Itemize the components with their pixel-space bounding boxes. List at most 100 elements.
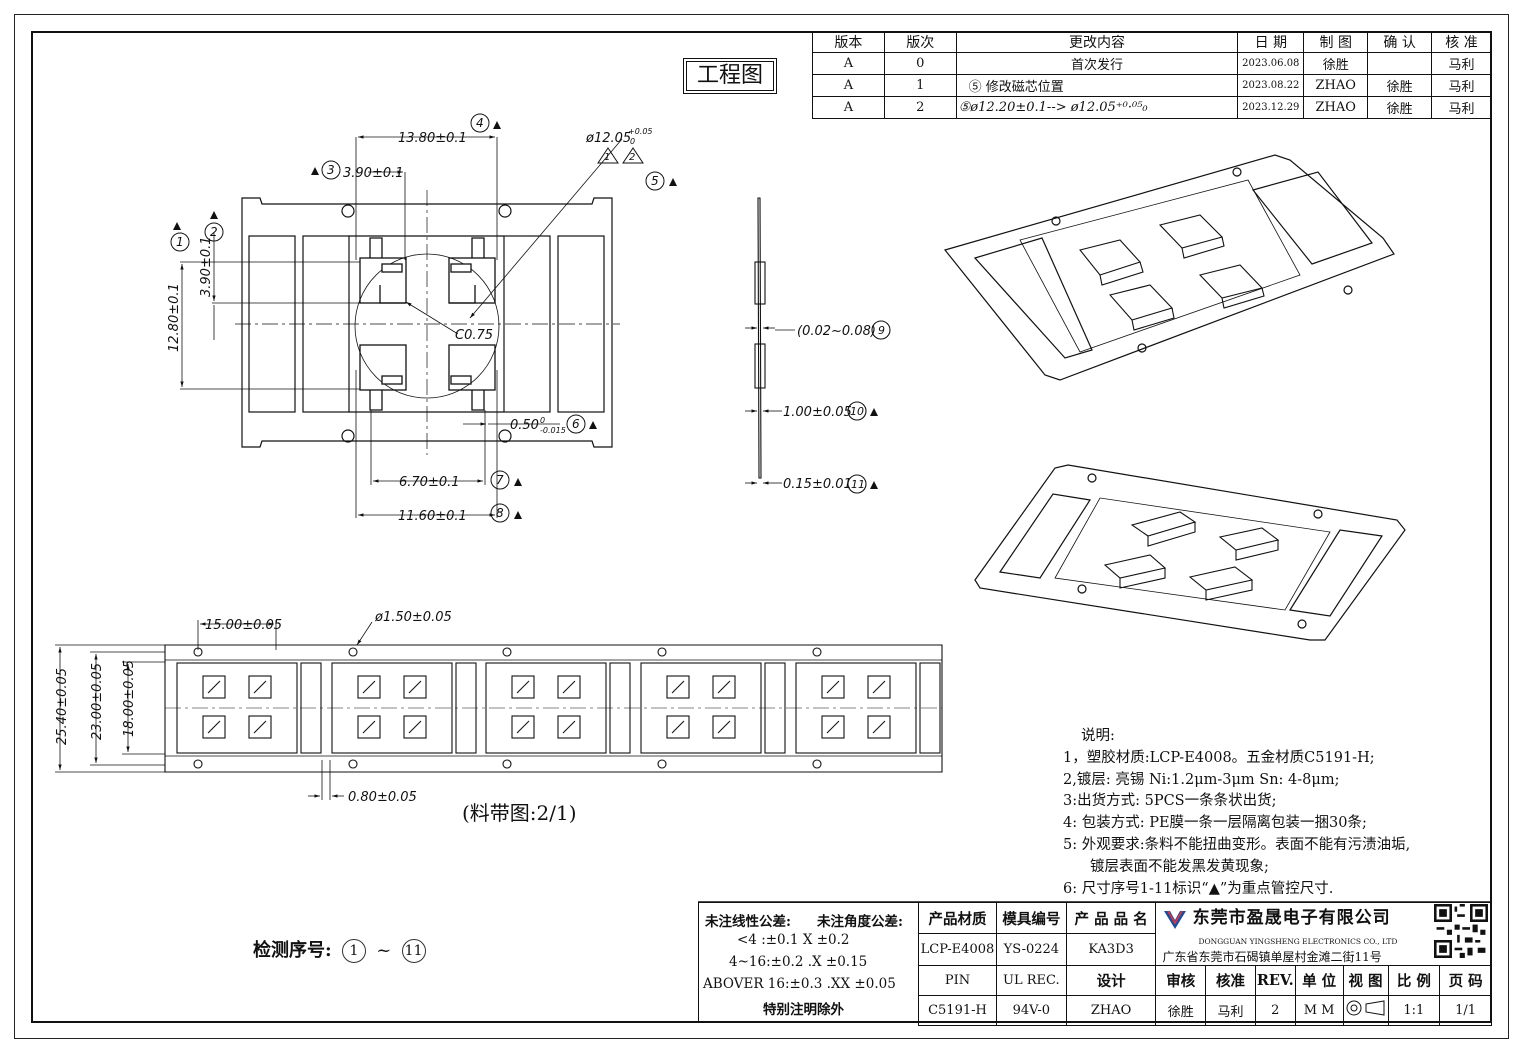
dim-phi-12-tol: +0.05 (628, 127, 653, 136)
rev-cell-change: ⑤ 修改磁芯位置 (955, 74, 1239, 97)
triangle-2-label: 2 (629, 152, 635, 163)
rev-header-approve: 核 准 (1431, 31, 1492, 53)
pilot-hole (812, 647, 822, 657)
dim-phi-12: ø12.05 (585, 131, 631, 146)
terminal-mark (516, 680, 530, 694)
inner-border (31, 31, 1492, 1023)
terminal (511, 675, 535, 699)
terminal (248, 715, 272, 739)
side-view: (0.02~0.08) 1.00±0.05 0.15±0.01 9 10 11 (745, 197, 891, 494)
terminal (666, 675, 690, 699)
strip-drawing: 15.00±0.05 ø1.50±0.05 25.40±0.05 23.00±0… (55, 610, 943, 805)
title-block: 产品材质 模具编号 产 品 品 名 东莞市盈晟电子有限公司 DONGGUAN Y… (918, 901, 1492, 1026)
note-line: 2,镀层: 亮锡 Ni:1.2μm-3μm Sn: 4-8μm; (1063, 771, 1340, 788)
terminal (666, 715, 690, 739)
tb-h-unit: 单 位 (1294, 964, 1344, 996)
tb-approve: 马利 (1205, 994, 1256, 1026)
note-line: 6: 尺寸序号1-11标识“▲”为重点管控尺寸. (1063, 880, 1334, 897)
note-line: 3:出货方式: 5PCS一条条状出货; (1063, 793, 1277, 810)
tb-ul-value: 94V-0 (995, 994, 1067, 1026)
balloon-11: 11 (851, 478, 865, 491)
tb-mold: YS-0224 (995, 933, 1067, 966)
strip-slot (300, 662, 322, 754)
dim-0-50-tol2: -0.015 (540, 426, 566, 435)
rev-header-version: 版本 (812, 31, 885, 53)
terminal-mark (207, 720, 221, 734)
rev-cell-version: A (812, 96, 885, 119)
terminal-mark (408, 680, 422, 694)
terminal-mark (362, 680, 376, 694)
rev-header-rev: 版次 (883, 31, 957, 53)
tb-review: 徐胜 (1155, 994, 1207, 1026)
terminal-mark (408, 720, 422, 734)
rev-cell-drawn: ZHAO (1303, 96, 1369, 119)
strip-pocket (331, 662, 453, 754)
outer-border (14, 14, 1509, 1039)
tb-ul: UL REC. (995, 964, 1067, 996)
dim-0-15: 0.15±0.01 (783, 477, 852, 492)
balloon-1: 1 (176, 235, 184, 249)
terminal-mark (826, 720, 840, 734)
terminal-mark (872, 680, 886, 694)
tb-name: KA3D3 (1065, 933, 1157, 966)
terminal (403, 675, 427, 699)
dim-15-00: 15.00±0.05 (205, 618, 282, 633)
dim-0-80: 0.80±0.05 (348, 790, 417, 805)
terminal (202, 715, 226, 739)
dim-25-40: 25.40±0.05 (55, 668, 70, 745)
terminal (357, 675, 381, 699)
tol-row-3: ABOVER 16:±0.3 .XX ±0.05 (703, 976, 896, 992)
top-view (180, 135, 623, 518)
tb-h-mold: 模具编号 (995, 901, 1067, 935)
tb-h-name: 产 品 品 名 (1065, 901, 1157, 935)
strip-caption: (料带图:2/1) (462, 801, 577, 825)
pilot-hole (193, 759, 203, 769)
company-name-en: DONGGUAN YINGSHENG ELECTRONICS CO., LTD (1198, 936, 1398, 946)
company-logo-icon (1164, 910, 1187, 929)
pilot-hole (657, 647, 667, 657)
tb-h-material: 产品材质 (918, 901, 997, 935)
dim-phi-1-50: ø1.50±0.05 (374, 610, 452, 625)
pilot-hole (812, 759, 822, 769)
dim-0-50: 0.50 (510, 418, 539, 433)
terminal-mark (562, 680, 576, 694)
note-line: 5: 外观要求:条料不能扭曲变形。表面不能有污渍油垢, (1063, 836, 1411, 853)
tb-unit: M M (1294, 994, 1344, 1026)
tolerance-block: 未注线性公差: 未注角度公差: <4 :±0.1 X ±0.2 4~16:±0.… (698, 902, 918, 1022)
balloon-10: 10 (850, 405, 864, 418)
tb-h-approve: 核准 (1205, 964, 1256, 996)
dim-11-60: 11.60±0.1 (398, 509, 467, 524)
tol-row-2: 4~16:±0.2 .X ±0.15 (729, 954, 868, 970)
terminal (511, 715, 535, 739)
balloon-9: 9 (878, 324, 885, 337)
inspection-sep: ~ (376, 940, 392, 961)
tb-material: LCP-E4008 (918, 933, 997, 966)
terminal (712, 675, 736, 699)
balloon-6: 6 (572, 417, 580, 431)
dim-c075: C0.75 (455, 328, 493, 343)
strip-slot (764, 662, 786, 754)
tb-h-design: 设计 (1065, 964, 1157, 996)
inspection-to: 11 (401, 939, 426, 963)
strip-slot (609, 662, 631, 754)
tol-row-1: <4 :±0.1 X ±0.2 (737, 932, 850, 948)
terminal (821, 715, 845, 739)
tb-h-scale: 比 例 (1387, 964, 1441, 996)
inspection-from: 1 (341, 939, 366, 963)
dim-13-80: 13.80±0.1 (398, 131, 467, 146)
terminal-mark (717, 720, 731, 734)
tol-angle-label: 未注角度公差: (817, 914, 903, 930)
terminal-mark (516, 720, 530, 734)
strip-pocket (485, 662, 607, 754)
note-line: 镀层表面不能发黑发黄现象; (1090, 858, 1269, 875)
tol-row-4: 特别注明除外 (763, 1002, 844, 1018)
rev-header-drawn: 制 图 (1303, 31, 1369, 53)
inspection-sequence: 检测序号: 1 ~ 11 (253, 936, 430, 963)
company-name: 东莞市盈晟电子有限公司 (1192, 908, 1391, 928)
tb-h-review: 审核 (1155, 964, 1207, 996)
revision-header-row: 版本 版次 更改内容 日 期 制 图 确 认 核 准 (812, 31, 1492, 53)
terminal-mark (562, 720, 576, 734)
terminal-mark (717, 680, 731, 694)
